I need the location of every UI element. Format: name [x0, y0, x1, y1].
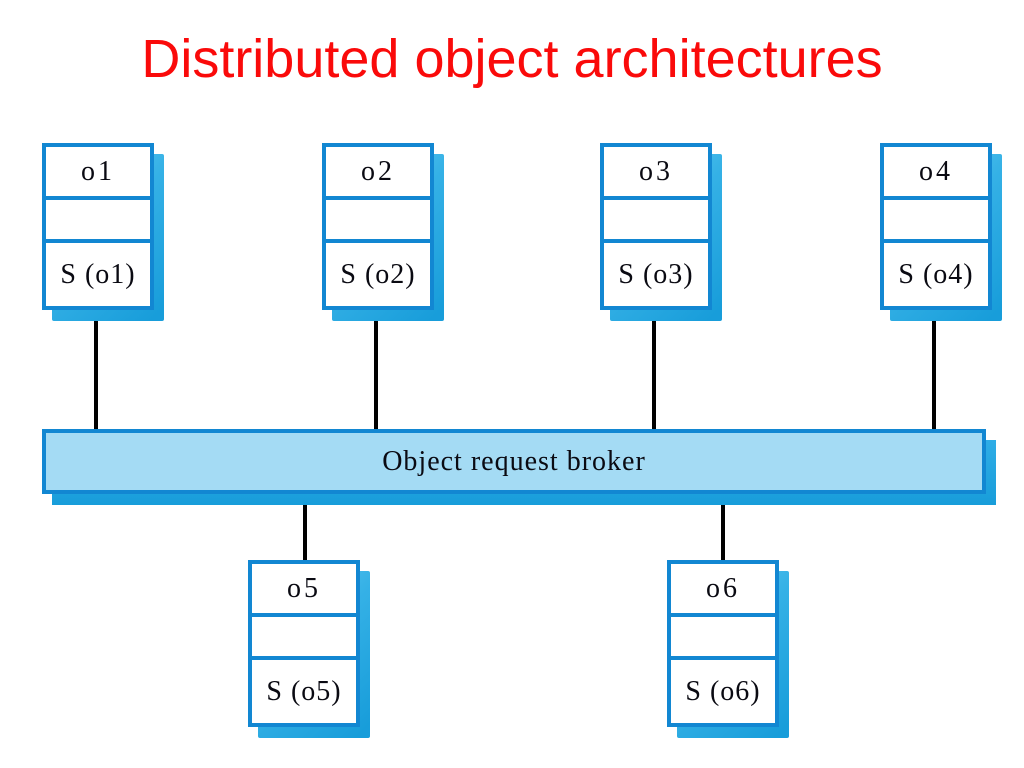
object-box-face: o3 S (o3): [600, 143, 712, 310]
object-state-label: S (o3): [618, 258, 694, 290]
object-empty-compartment: [252, 613, 356, 660]
connector-o3-broker: [652, 300, 656, 434]
broker-bar-face: Object request broker: [42, 429, 986, 494]
object-state-label: S (o1): [60, 258, 136, 290]
object-box-o6: o6 S (o6): [667, 560, 789, 738]
object-box-o5: o5 S (o5): [248, 560, 370, 738]
object-name-label: o6: [706, 572, 740, 604]
object-box-o1: o1 S (o1): [42, 143, 164, 321]
object-box-face: o6 S (o6): [667, 560, 779, 727]
object-box-o3: o3 S (o3): [600, 143, 722, 321]
broker-label: Object request broker: [382, 445, 646, 477]
object-box-face: o1 S (o1): [42, 143, 154, 310]
object-state-label: S (o4): [898, 258, 974, 290]
object-empty-compartment: [604, 196, 708, 243]
object-box-o4: o4 S (o4): [880, 143, 1002, 321]
object-empty-compartment: [884, 196, 988, 243]
object-name-label: o1: [81, 155, 115, 187]
object-box-face: o5 S (o5): [248, 560, 360, 727]
object-name-label: o2: [361, 155, 395, 187]
slide-title: Distributed object architectures: [141, 29, 883, 89]
connector-o2-broker: [374, 300, 378, 434]
object-name-label: o4: [919, 155, 953, 187]
object-box-face: o2 S (o2): [322, 143, 434, 310]
connector-broker-o6: [721, 488, 725, 564]
connector-broker-o5: [303, 488, 307, 564]
object-request-broker-bar: Object request broker: [42, 429, 996, 505]
object-empty-compartment: [46, 196, 150, 243]
object-box-o2: o2 S (o2): [322, 143, 444, 321]
object-empty-compartment: [671, 613, 775, 660]
object-empty-compartment: [326, 196, 430, 243]
connector-o1-broker: [94, 300, 98, 434]
object-box-face: o4 S (o4): [880, 143, 992, 310]
connector-o4-broker: [932, 300, 936, 434]
object-name-label: o3: [639, 155, 673, 187]
object-state-label: S (o2): [340, 258, 416, 290]
object-name-label: o5: [287, 572, 321, 604]
object-state-label: S (o6): [685, 675, 761, 707]
object-state-label: S (o5): [266, 675, 342, 707]
